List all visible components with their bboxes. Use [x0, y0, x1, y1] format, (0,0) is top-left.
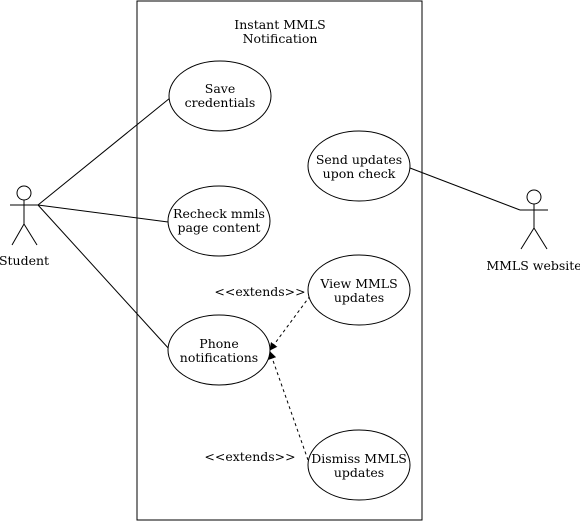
- website-leg-left: [520, 227, 535, 250]
- assoc-student-recheck: [37, 204, 169, 223]
- website-head: [526, 189, 542, 205]
- assoc-student-phone: [37, 204, 171, 351]
- usecase-save-line2: credentials: [185, 95, 256, 110]
- extends-dismiss-phone: [268, 351, 309, 461]
- assoc-send-website: [409, 167, 521, 211]
- usecase-save-credentials[interactable]: [168, 60, 272, 132]
- system-title-line1: Instant MMLS: [234, 17, 325, 32]
- usecase-send-line1: Send updates: [316, 152, 402, 167]
- usecase-recheck-line2: page content: [178, 220, 261, 235]
- usecase-phone-notifications[interactable]: [167, 314, 271, 386]
- actor-website: [520, 189, 548, 250]
- usecase-dismiss-line1: Dismiss MMLS: [311, 451, 407, 466]
- usecase-view-line1: View MMLS: [319, 276, 397, 291]
- usecase-send-line2: upon check: [323, 166, 396, 181]
- usecase-send-updates[interactable]: [307, 130, 411, 202]
- student-head: [16, 185, 32, 201]
- usecase-save-line1: Save: [205, 81, 235, 96]
- system-boundary: [136, 0, 423, 521]
- usecase-recheck-line1: Recheck mmls: [173, 206, 265, 221]
- website-leg-right: [533, 227, 548, 250]
- student-leg-right: [23, 223, 38, 246]
- actor-student: [10, 185, 38, 246]
- extends-label-1: <<extends>>: [214, 284, 305, 299]
- actor-student-label: Student: [0, 253, 49, 268]
- system-title-line2: Notification: [243, 31, 318, 46]
- usecase-phone-line1: Phone: [199, 336, 238, 351]
- assoc-student-save: [37, 97, 171, 206]
- usecase-phone-line2: notifications: [180, 350, 258, 365]
- extends-label-2: <<extends>>: [204, 449, 295, 464]
- usecase-view-updates[interactable]: [307, 254, 411, 326]
- usecase-dismiss-updates[interactable]: [307, 429, 411, 501]
- usecase-dismiss-line2: updates: [334, 465, 384, 480]
- usecase-view-line2: updates: [334, 290, 384, 305]
- usecase-recheck-page[interactable]: [167, 185, 271, 257]
- extends-view-phone: [269, 295, 311, 351]
- actor-website-label: MMLS website: [486, 258, 580, 273]
- student-leg-left: [11, 223, 25, 246]
